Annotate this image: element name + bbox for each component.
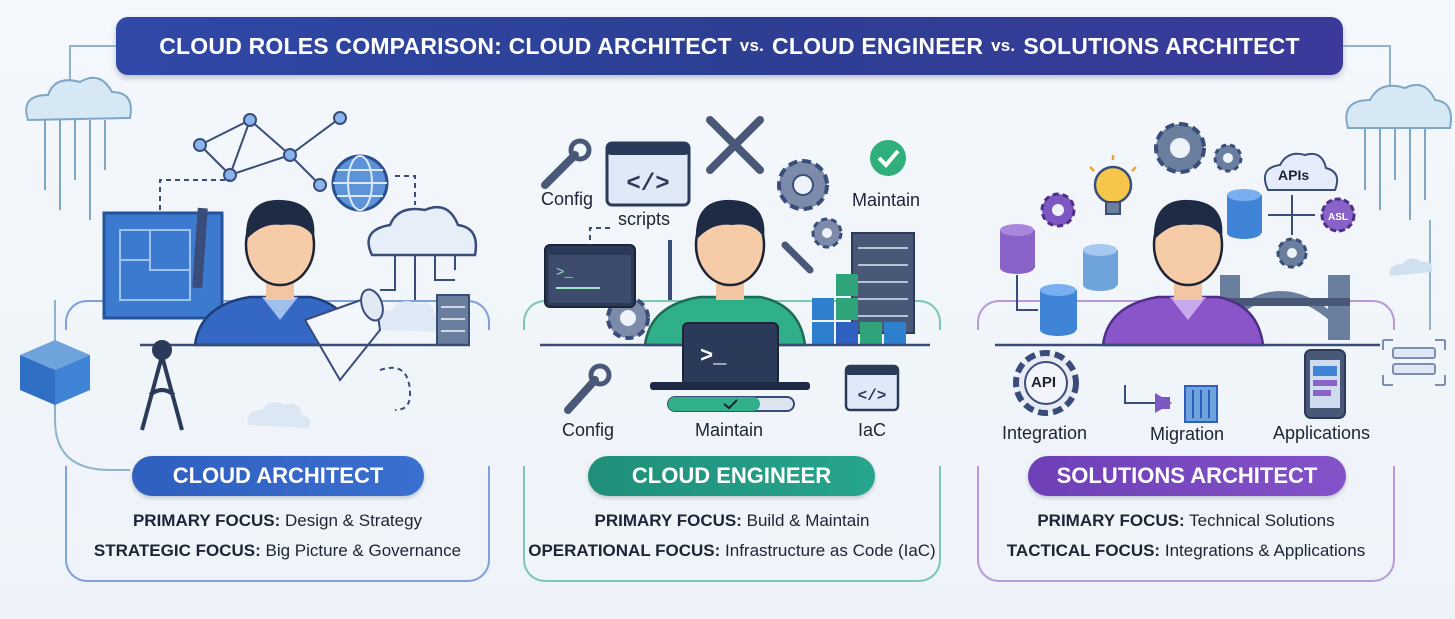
- gear-icon: [1040, 122, 1308, 269]
- globe-icon: [331, 154, 389, 212]
- terminal-icon: >_: [544, 244, 636, 308]
- svg-text:ASL: ASL: [1328, 212, 1348, 223]
- code-window-icon: </>: [844, 364, 900, 412]
- solutions-label-applications: Applications: [1273, 423, 1371, 443]
- compass-icon: [140, 340, 184, 431]
- architect-secondary-label: STRATEGIC FOCUS:: [93, 541, 261, 560]
- engineer-label-iac: IaC: [858, 420, 887, 440]
- svg-text:>_: >_: [556, 265, 573, 281]
- api-gear-icon: [1013, 350, 1079, 416]
- engineer-secondary-label: OPERATIONAL FOCUS:: [528, 541, 721, 560]
- architect-secondary-value: Big Picture & Governance: [265, 541, 462, 560]
- laptop-terminal-icon: >_: [650, 322, 810, 390]
- solutions-label-integration: Integration: [1002, 423, 1088, 443]
- panel-engineer: [523, 466, 941, 582]
- engineer-label-config-bottom: Config: [562, 420, 615, 440]
- server-rack-icon: [436, 294, 470, 346]
- apis-cloud-icon: [1264, 152, 1339, 191]
- panel-solutions: [977, 466, 1395, 582]
- page-title: CLOUD ROLES COMPARISON: CLOUD ARCHITECT …: [116, 17, 1343, 75]
- engineer-label-config-top: Config: [541, 189, 594, 209]
- database-icon: [1000, 189, 1262, 336]
- title-vs-1: vs.: [739, 36, 765, 55]
- container-stack-icon: [812, 274, 906, 344]
- architect-primary-label: PRIMARY FOCUS:: [132, 511, 281, 530]
- role-title-architect: CLOUD ARCHITECT: [132, 456, 424, 496]
- solutions-person: [1101, 199, 1265, 347]
- solutions-primary-value: Technical Solutions: [1189, 511, 1335, 530]
- checkmark-icon: [870, 140, 906, 176]
- small-cloud-icon: [247, 402, 311, 428]
- engineer-primary-label: PRIMARY FOCUS:: [594, 511, 742, 530]
- network-graph-icon: [193, 111, 347, 192]
- container-icon: [20, 340, 90, 405]
- migration-icon: [1124, 385, 1218, 423]
- title-part-2: CLOUD ENGINEER: [772, 32, 984, 59]
- title-vs-2: vs.: [991, 36, 1016, 55]
- crossed-tools-icon: [706, 116, 764, 174]
- cloud-right-icon: [1345, 84, 1452, 220]
- solutions-secondary-label: TACTICAL FOCUS:: [1006, 541, 1161, 560]
- wrench-icon: [541, 138, 592, 189]
- engineer-label-maintain-top: Maintain: [852, 190, 921, 210]
- svg-text:</>: </>: [626, 171, 669, 198]
- panel-architect: [65, 466, 490, 582]
- gear-badge-icon: ASL: [1320, 197, 1356, 233]
- architect-focus: PRIMARY FOCUS: Design & Strategy STRATEG…: [65, 506, 490, 566]
- ui-frame-icon: [1382, 339, 1446, 386]
- solutions-label-apis: APIs: [1278, 167, 1310, 183]
- role-title-solutions: SOLUTIONS ARCHITECT: [1028, 456, 1346, 496]
- title-part-3: SOLUTIONS ARCHITECT: [1023, 32, 1300, 59]
- cloud-circuit-icon: [367, 205, 478, 332]
- architect-primary-value: Design & Strategy: [285, 511, 423, 530]
- title-part-1: CLOUD ROLES COMPARISON: CLOUD ARCHITECT: [159, 32, 732, 59]
- architect-person: [193, 199, 384, 382]
- solutions-label-migration: Migration: [1150, 424, 1225, 444]
- small-cloud-icon: [1389, 258, 1433, 276]
- engineer-focus: PRIMARY FOCUS: Build & Maintain OPERATIO…: [523, 506, 941, 566]
- engineer-primary-value: Build & Maintain: [746, 511, 870, 530]
- engineer-secondary-value: Infrastructure as Code (IaC): [725, 541, 936, 560]
- progress-bar-icon: [667, 396, 795, 412]
- lightbulb-icon: [1089, 155, 1137, 215]
- gear-icon: [606, 159, 843, 340]
- wrench-icon: [564, 363, 612, 414]
- mobile-app-icon: [1304, 349, 1346, 419]
- blueprint-icon: [102, 207, 224, 320]
- solutions-label-api-gear: API: [1031, 374, 1057, 391]
- solutions-focus: PRIMARY FOCUS: Technical Solutions TACTI…: [977, 506, 1395, 566]
- cloud-network-icon: [25, 76, 132, 220]
- svg-text:</>: </>: [858, 387, 887, 405]
- engineer-label-maintain-bottom: Maintain: [695, 420, 764, 440]
- code-window-icon: </>: [605, 141, 691, 207]
- svg-text:>_: >_: [700, 344, 727, 369]
- engineer-label-scripts: scripts: [618, 209, 671, 229]
- server-rack-icon: [851, 232, 915, 334]
- wrench-icon: [781, 241, 814, 274]
- role-title-engineer: CLOUD ENGINEER: [588, 456, 875, 496]
- solutions-secondary-value: Integrations & Applications: [1164, 541, 1366, 560]
- solutions-primary-label: PRIMARY FOCUS:: [1037, 511, 1185, 530]
